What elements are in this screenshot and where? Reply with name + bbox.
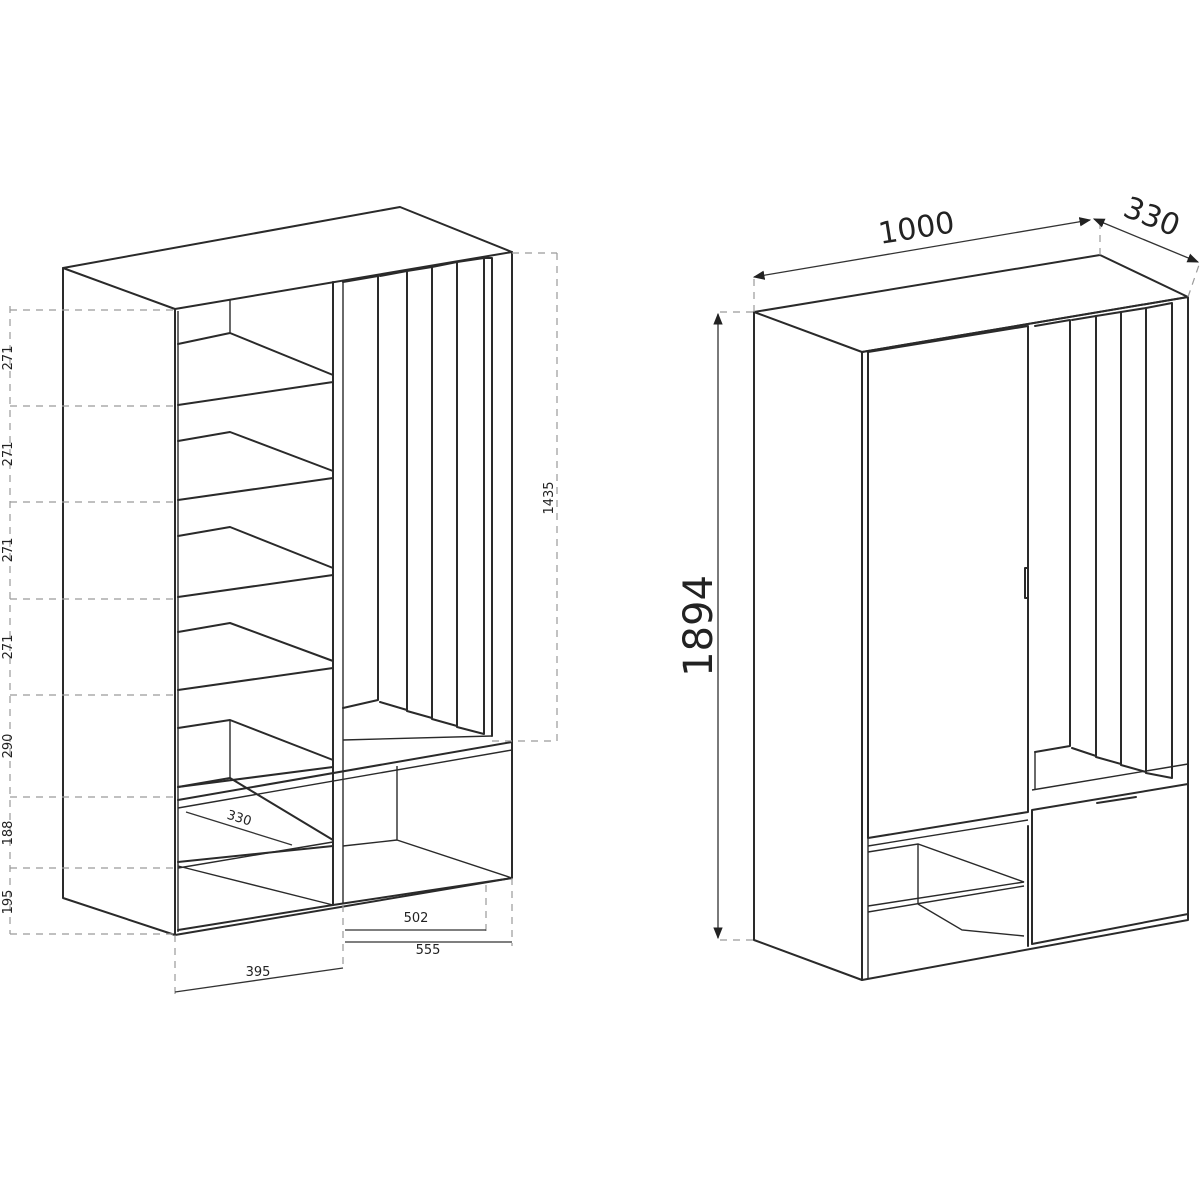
dim-shelf-7: 195: [1, 890, 16, 915]
closed-front: [861, 296, 1189, 981]
lower-compartment-line: [177, 741, 513, 801]
dim-right-inner-width: 502: [404, 911, 429, 926]
dim-hanging-height: 1435: [542, 481, 557, 514]
dim-shelf-3: 271: [1, 538, 16, 563]
dim-right-section-width: 555: [416, 943, 441, 958]
closed-top: [753, 254, 1189, 353]
dim-inner-depth-line: [185, 811, 293, 846]
closed-cabinet-view: 1000 330 1894: [676, 190, 1200, 981]
open-cabinet-view: 271 271 271 271 290 188 195 330 1435 502…: [1, 206, 558, 998]
dim-shelf-6: 188: [1, 821, 16, 846]
dim-left-width-line: [174, 967, 344, 993]
dim-width-line: [752, 217, 1092, 280]
dim-shelf-1: 271: [1, 346, 16, 371]
closed-slats: [1034, 302, 1173, 790]
dim-shelf-4: 271: [1, 635, 16, 660]
cabinet-top: [62, 206, 513, 310]
decorative-slats: [342, 257, 493, 741]
cabinet-left-side: [62, 267, 176, 936]
left-shelves: [177, 332, 334, 863]
drawer-handle: [1096, 796, 1137, 804]
closed-left-side: [753, 311, 863, 981]
closed-drawer: [1031, 783, 1189, 945]
dim-shelf-5: 290: [1, 734, 16, 759]
dim-total-depth: 330: [1118, 190, 1184, 244]
height-guides: [9, 306, 178, 935]
door-handle: [1024, 567, 1029, 599]
dim-total-height: 1894: [676, 575, 722, 677]
dim-left-section-width: 395: [246, 965, 271, 980]
dim-inner-depth: 330: [225, 808, 253, 830]
dim-depth-line: [1092, 218, 1200, 263]
closed-door: [867, 325, 1029, 839]
dim-shelf-2: 271: [1, 442, 16, 467]
